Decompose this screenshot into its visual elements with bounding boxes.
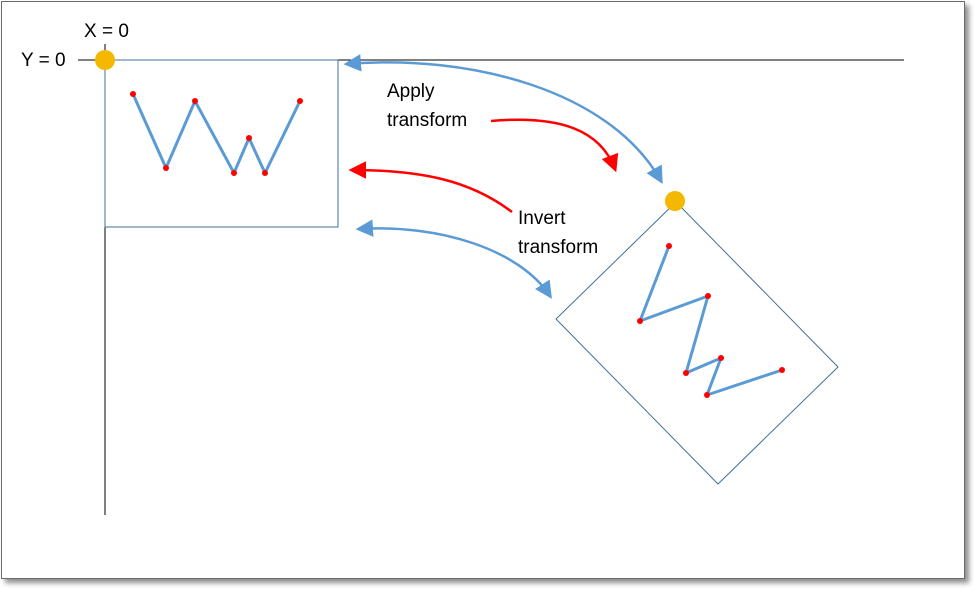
original-vertex	[130, 91, 136, 97]
original-vertices	[130, 91, 303, 176]
transformed-vertex	[637, 318, 643, 324]
invert-label-line1: Invert	[518, 208, 566, 229]
transformed-box	[555, 201, 839, 485]
transformed-vertex	[718, 355, 724, 361]
original-vertex	[231, 170, 237, 176]
original-vertex	[297, 98, 303, 104]
apply-transform-arrow	[490, 118, 619, 173]
transformed-vertex	[704, 392, 710, 398]
upper-double-arrow	[343, 54, 663, 185]
transformed-vertex	[705, 293, 711, 299]
x-origin-label: X = 0	[84, 21, 129, 42]
y-origin-label: Y = 0	[21, 50, 66, 71]
original-vertex	[262, 170, 268, 176]
origin-marker	[95, 50, 115, 70]
invert-label-line2: transform	[518, 237, 598, 258]
apply-label-line1: Apply	[387, 81, 435, 102]
original-vertex	[163, 165, 169, 171]
transformed-vertex	[683, 370, 689, 376]
original-box	[104, 59, 339, 228]
transformed-vertex	[779, 367, 785, 373]
transformed-w-shape	[638, 245, 783, 397]
transformed-origin-marker	[665, 191, 685, 211]
original-w-shape	[131, 93, 302, 175]
original-vertex	[246, 135, 252, 141]
lower-double-arrow	[355, 219, 552, 299]
apply-label-line2: transform	[387, 110, 467, 131]
transformed-vertex	[666, 243, 672, 249]
transformed-vertices	[637, 243, 785, 398]
invert-transform-arrow	[348, 161, 513, 213]
original-vertex	[192, 98, 198, 104]
